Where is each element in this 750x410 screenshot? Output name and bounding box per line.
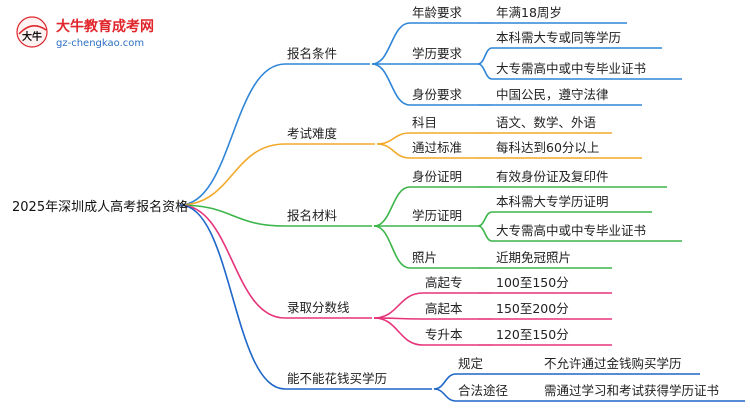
branch-node: 录取分数线: [287, 300, 350, 315]
mindmap-links: [179, 22, 745, 402]
root-link: [179, 63, 286, 206]
leaf-node: 每科达到60分以上: [496, 140, 599, 155]
leaf-node: 有效身份证及复印件: [496, 169, 609, 184]
subtopic-node: 身份要求: [412, 87, 463, 102]
logo-title: 大牛教育成考网: [56, 18, 154, 35]
leaf-node: 近期免冠照片: [496, 250, 571, 265]
leaf-link: [477, 63, 493, 80]
subtopic-node: 学历证明: [412, 208, 462, 223]
subtopic-link: [376, 132, 411, 145]
root-link: [179, 204, 286, 390]
leaf-node: 120至150分: [496, 327, 569, 342]
subtopic-link: [371, 63, 411, 106]
root-link: [179, 204, 286, 227]
logo-emblem-icon: 大牛: [16, 16, 48, 48]
subtopic-node: 合法途径: [458, 383, 508, 398]
subtopic-link: [376, 143, 411, 159]
leaf-node: 语文、数学、外语: [496, 115, 596, 130]
leaf-node: 年满18周岁: [496, 5, 562, 20]
branch-node: 考试难度: [287, 126, 338, 141]
leaf-node: 150至200分: [496, 301, 569, 316]
subtopic-node: 学历要求: [412, 46, 463, 61]
leaf-link: [477, 225, 493, 242]
subtopic-link: [373, 317, 424, 346]
leaf-node: 100至150分: [496, 275, 569, 290]
subtopic-node: 身份证明: [412, 169, 462, 184]
branch-node: 能不能花钱买学历: [287, 371, 387, 386]
root-topic: 2025年深圳成人高考报名资格: [12, 199, 188, 215]
leaf-node: 中国公民，遵守法律: [496, 87, 609, 102]
subtopic-link: [433, 373, 457, 390]
subtopic-link: [373, 186, 411, 227]
root-link: [179, 143, 286, 206]
leaf-node: 不允许通过金钱购买学历: [544, 356, 682, 371]
root-link: [179, 204, 286, 319]
subtopic-node: 专升本: [425, 327, 463, 342]
logo-emblem-text: 大牛: [22, 30, 42, 43]
leaf-node: 大专需高中或中专毕业证书: [496, 61, 646, 76]
subtopic-node: 照片: [412, 250, 437, 265]
leaf-node: 本科需大专或同等学历: [496, 30, 621, 45]
subtopic-link: [373, 225, 411, 269]
subtopic-node: 规定: [458, 356, 483, 371]
leaf-node: 本科需大专学历证明: [496, 194, 609, 209]
subtopic-link: [371, 22, 411, 65]
leaf-link: [477, 211, 493, 227]
leaf-node: 需通过学习和考试获得学历证书: [544, 383, 719, 398]
branch-node: 报名材料: [287, 208, 338, 223]
leaf-link: [477, 47, 493, 65]
subtopic-node: 高起专: [425, 275, 463, 290]
subtopic-node: 科目: [412, 115, 437, 130]
subtopic-node: 高起本: [425, 301, 463, 316]
subtopic-node: 年龄要求: [412, 5, 463, 20]
logo-url: gz-chengkao.com: [56, 38, 144, 49]
leaf-node: 大专需高中或中专毕业证书: [496, 223, 646, 238]
logo: 大牛 大牛教育成考网 gz-chengkao.com: [16, 16, 154, 49]
subtopic-link: [433, 388, 457, 402]
subtopic-link: [373, 292, 424, 319]
branch-node: 报名条件: [287, 46, 337, 61]
subtopic-node: 通过标准: [412, 140, 462, 155]
